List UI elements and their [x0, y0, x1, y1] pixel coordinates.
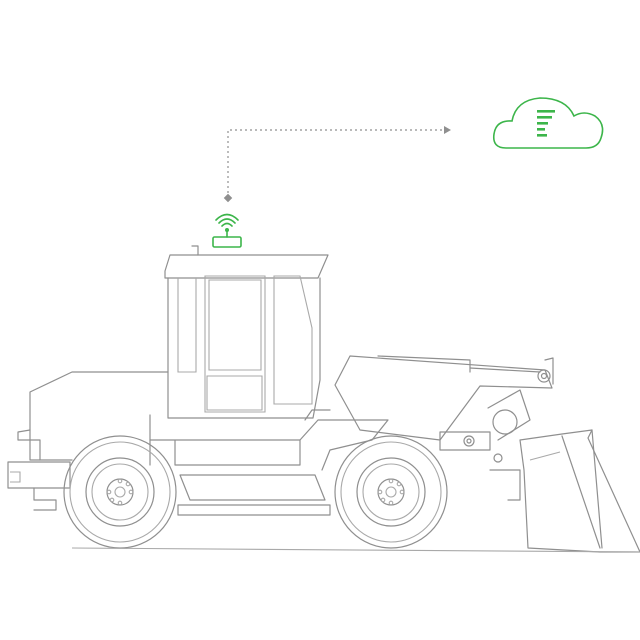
front-wheel: [334, 435, 448, 549]
wifi-signal-icon: [215, 213, 239, 232]
rear-wheel: [63, 435, 177, 549]
connection-line: [223, 126, 451, 203]
connection-node: [223, 193, 233, 203]
gateway-device-icon: [212, 230, 242, 248]
arrowhead-icon: [444, 126, 451, 134]
wheel-loader-illustration: [7, 245, 640, 553]
platform-logo-icon: [537, 110, 555, 137]
cloud-icon: [492, 97, 604, 149]
